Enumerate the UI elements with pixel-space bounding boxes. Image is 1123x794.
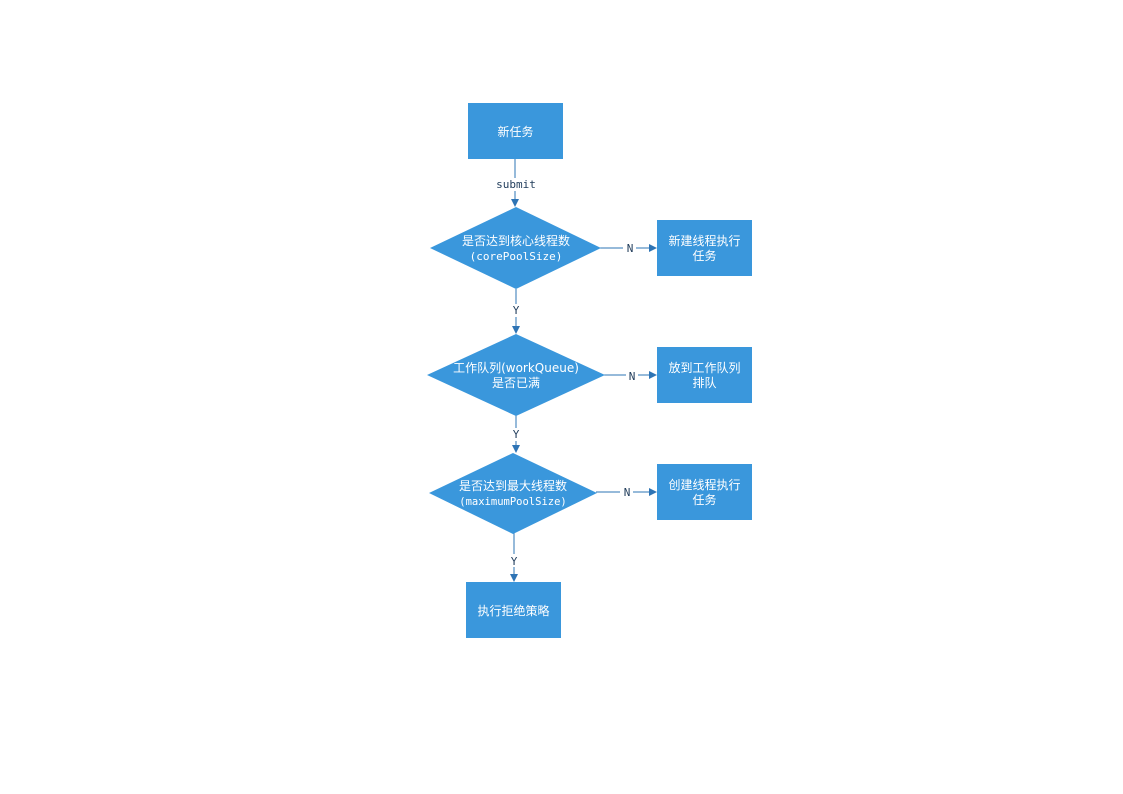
decision-work-queue: 工作队列(workQueue) 是否已满 bbox=[427, 334, 605, 416]
edge-max-yes: Y bbox=[510, 533, 518, 582]
node-new-task: 新任务 bbox=[468, 103, 563, 159]
node-new-task-label: 新任务 bbox=[497, 124, 533, 139]
node-create-thread-line1: 创建线程执行 bbox=[668, 477, 740, 492]
edge-queue-no: N bbox=[604, 370, 657, 383]
node-create-thread: 创建线程执行 任务 bbox=[657, 464, 752, 520]
decision-core-pool-line1: 是否达到核心线程数 bbox=[462, 233, 570, 248]
edge-label-queue-no: N bbox=[629, 370, 636, 383]
edge-core-no: N bbox=[600, 242, 657, 255]
node-enqueue-line2: 排队 bbox=[692, 375, 716, 390]
edge-label-submit: submit bbox=[496, 178, 536, 191]
node-enqueue-line1: 放到工作队列 bbox=[668, 360, 740, 375]
edge-label-queue-yes: Y bbox=[513, 428, 520, 441]
node-reject-policy-label: 执行拒绝策略 bbox=[477, 603, 549, 618]
decision-work-queue-line2: 是否已满 bbox=[492, 376, 540, 390]
node-new-thread: 新建线程执行 任务 bbox=[657, 220, 752, 276]
edge-queue-yes: Y bbox=[512, 415, 520, 453]
node-enqueue: 放到工作队列 排队 bbox=[657, 347, 752, 403]
decision-core-pool-line2: (corePoolSize) bbox=[470, 250, 563, 263]
node-new-thread-line1: 新建线程执行 bbox=[668, 233, 740, 248]
edge-label-core-yes: Y bbox=[513, 304, 520, 317]
decision-core-pool: 是否达到核心线程数 (corePoolSize) bbox=[430, 207, 601, 289]
edge-label-max-yes: Y bbox=[511, 555, 518, 568]
decision-max-pool: 是否达到最大线程数 (maximumPoolSize) bbox=[429, 453, 597, 534]
decision-max-pool-line1: 是否达到最大线程数 bbox=[459, 478, 567, 493]
node-reject-policy: 执行拒绝策略 bbox=[466, 582, 561, 638]
decision-work-queue-line1: 工作队列(workQueue) bbox=[453, 360, 579, 375]
edge-submit: submit bbox=[496, 159, 536, 207]
edge-core-yes: Y bbox=[512, 289, 520, 334]
node-new-thread-line2: 任务 bbox=[692, 248, 716, 263]
edge-label-max-no: N bbox=[624, 486, 631, 499]
edge-max-no: N bbox=[596, 486, 657, 499]
edge-label-core-no: N bbox=[627, 242, 634, 255]
decision-max-pool-line2: (maximumPoolSize) bbox=[459, 496, 566, 508]
node-create-thread-line2: 任务 bbox=[692, 492, 716, 507]
